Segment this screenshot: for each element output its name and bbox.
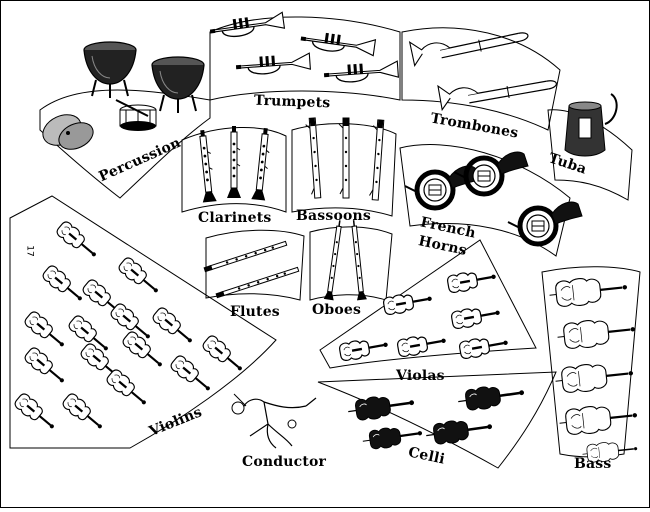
- violin-icon: [53, 218, 103, 264]
- clarinet-icon: [250, 126, 274, 202]
- viola-icon: [395, 330, 449, 359]
- oboes-label: Oboes: [312, 302, 362, 318]
- cello-icon: [345, 390, 417, 424]
- violin-icon: [59, 390, 109, 436]
- violin-icon: [115, 254, 165, 300]
- cymbals-icon: [42, 114, 94, 150]
- trumpets-label: Trumpets: [253, 92, 331, 112]
- flute-icon: [203, 240, 288, 273]
- violas-section: [319, 239, 537, 369]
- trumpet-icon: [208, 11, 286, 41]
- clarinets-stand: [181, 126, 287, 213]
- violins-section: [9, 195, 277, 449]
- flutes-label: Flutes: [230, 304, 280, 320]
- viola-icon: [337, 334, 391, 363]
- viola-icon: [457, 332, 511, 361]
- viola-icon: [445, 266, 499, 295]
- clarinet-icon: [226, 125, 242, 199]
- bassoons-stand: [291, 123, 397, 217]
- tuba-icon: [564, 93, 618, 157]
- violin-icon: [21, 308, 71, 354]
- violins-group: [11, 218, 249, 436]
- conductor-label: Conductor: [242, 454, 327, 470]
- french-horn-icon: [508, 202, 582, 244]
- oboes-stand: [309, 226, 393, 301]
- bassoon-icon: [338, 117, 350, 199]
- timpani-icon: [151, 56, 205, 114]
- cello-icon: [455, 380, 527, 414]
- viola-icon: [381, 288, 435, 317]
- violas-label: Violas: [396, 368, 445, 384]
- bass-group: [547, 272, 640, 465]
- oboe-icon: [347, 218, 368, 302]
- trumpets-stand: [209, 16, 401, 101]
- violin-icon: [149, 304, 199, 350]
- flutes-stand: [205, 229, 305, 301]
- violin-icon: [11, 390, 61, 436]
- violin-icon: [21, 344, 71, 390]
- snare-drum-icon: [115, 99, 157, 131]
- violin-icon: [119, 328, 169, 374]
- trombones-stand: [401, 27, 561, 131]
- trumpet-icon: [299, 28, 377, 58]
- oboe-icon: [323, 218, 346, 302]
- bassoon-icon: [304, 117, 322, 199]
- clarinet-icon: [194, 128, 218, 204]
- french-horn-icon: [454, 152, 528, 194]
- cello-icon: [423, 414, 495, 448]
- french-horns-stand: [399, 144, 571, 257]
- page-number: 17: [24, 245, 35, 257]
- double-bass-icon: [555, 314, 638, 352]
- violin-icon: [39, 262, 89, 308]
- timpani-icon: [83, 41, 137, 99]
- clarinets-label: Clarinets: [198, 210, 272, 226]
- violin-icon: [199, 332, 249, 378]
- bass-section: [541, 266, 641, 458]
- violin-icon: [167, 352, 217, 398]
- bass-label: Bass: [574, 456, 612, 472]
- trombone-icon: [409, 17, 530, 67]
- double-bass-icon: [553, 358, 636, 396]
- bassoons-label: Bassoons: [296, 208, 372, 224]
- violin-icon: [103, 366, 153, 412]
- viola-icon: [449, 302, 503, 331]
- violas-group: [337, 266, 511, 363]
- conductor-icon: [231, 393, 317, 449]
- trumpet-icon: [234, 52, 312, 77]
- bassoon-icon: [367, 119, 385, 201]
- trumpet-icon: [322, 60, 400, 85]
- celli-group: [345, 380, 527, 453]
- double-bass-icon: [547, 272, 630, 310]
